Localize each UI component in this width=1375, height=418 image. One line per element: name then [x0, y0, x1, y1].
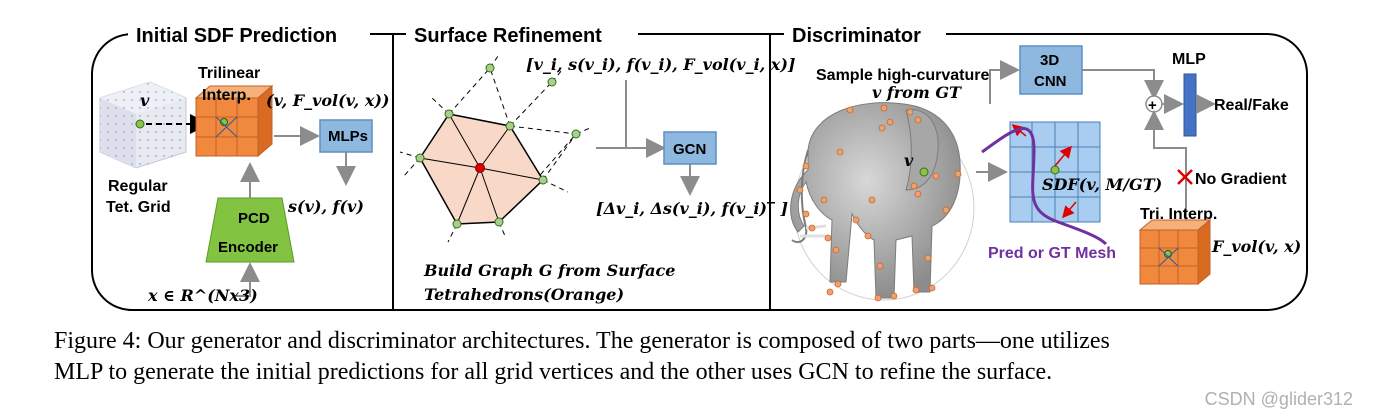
architecture-diagram: Initial SDF Prediction Surface Refinemen…	[91, 25, 1308, 311]
section-title-disc: Discriminator	[792, 25, 921, 47]
tri-interp-label: Tri. Interp.	[1140, 206, 1217, 223]
disc-cube	[1138, 218, 1212, 286]
disc-vertex	[919, 167, 929, 177]
refine-output-formula: [Δv_i, Δs(v_i), f(v_i)‾ ]	[596, 199, 788, 218]
input-label: x ∈ R^(Nx3)	[147, 286, 258, 305]
pcd-label-2: Encoder	[218, 239, 278, 256]
trilinear-label-1: Trilinear	[198, 65, 260, 82]
sample-label-1: Sample high-curvature	[816, 67, 989, 84]
mlps-box	[319, 119, 373, 153]
arrow-cnn-to-plus	[1082, 69, 1164, 100]
watermark: CSDN @glider312	[1204, 389, 1353, 409]
refine-input-formula: [v_i, s(v_i), f(v_i), F_vol(v_i, x)]	[526, 55, 795, 74]
gcn-box	[663, 131, 717, 165]
pcd-encoder	[205, 197, 295, 263]
section-title-initial: Initial SDF Prediction	[136, 25, 337, 47]
cnn-label-2: CNN	[1034, 73, 1067, 90]
grid-v-label: v	[140, 91, 150, 110]
sample-label-2: v from GT	[872, 83, 962, 102]
refine-caption-1: Build Graph G from Surface	[423, 261, 675, 280]
surface-curve	[981, 127, 1108, 246]
mlp-label: MLP	[1172, 51, 1206, 68]
disc-v-label: v	[904, 151, 914, 170]
arrow-to-gcn	[625, 80, 666, 158]
trilinear-cube	[194, 84, 274, 158]
mlp-output: s(v), f(v)	[287, 197, 364, 216]
pcd-label-1: PCD	[238, 210, 270, 227]
caption-line-2: MLP to generate the initial predictions …	[54, 359, 1053, 385]
arrow-interp-to-plus	[1144, 110, 1187, 220]
arrow-to-cnn	[989, 60, 1020, 104]
grid-label-2: Tet. Grid	[106, 199, 171, 216]
no-gradient-icon	[1177, 169, 1193, 185]
real-fake-label: Real/Fake	[1214, 97, 1289, 114]
grid-vertex	[135, 119, 145, 129]
mlps-label: MLPs	[328, 128, 368, 145]
arrow-input-up	[236, 262, 260, 297]
caption-line-1: Figure 4: Our generator and discriminato…	[54, 328, 1110, 354]
section-title-refine: Surface Refinement	[414, 25, 602, 47]
fvol-label: F_vol(v, x)	[1211, 237, 1301, 256]
trilinear-output: (v, F_vol(v, x))	[266, 91, 390, 110]
trilinear-label-2: Interp.	[202, 87, 251, 104]
elephant-mesh	[790, 102, 975, 302]
outer-border	[91, 33, 1308, 311]
gcn-label: GCN	[673, 141, 706, 158]
plus-label: +	[1148, 97, 1157, 114]
sdf-label: SDF(v, M/GT)	[1042, 175, 1162, 194]
figure-caption: Figure 4: Our generator and discriminato…	[54, 326, 1354, 388]
refine-caption-2: Tetrahedrons(Orange)	[424, 285, 624, 304]
cnn-label-1: 3D	[1040, 52, 1059, 69]
mlp-bar	[1183, 73, 1197, 137]
pred-gt-label: Pred or GT Mesh	[988, 245, 1116, 262]
sdf-grid	[1009, 121, 1101, 223]
grid-label-1: Regular	[108, 178, 168, 195]
tet-graph	[399, 55, 591, 243]
no-gradient-label: No Gradient	[1195, 171, 1287, 188]
